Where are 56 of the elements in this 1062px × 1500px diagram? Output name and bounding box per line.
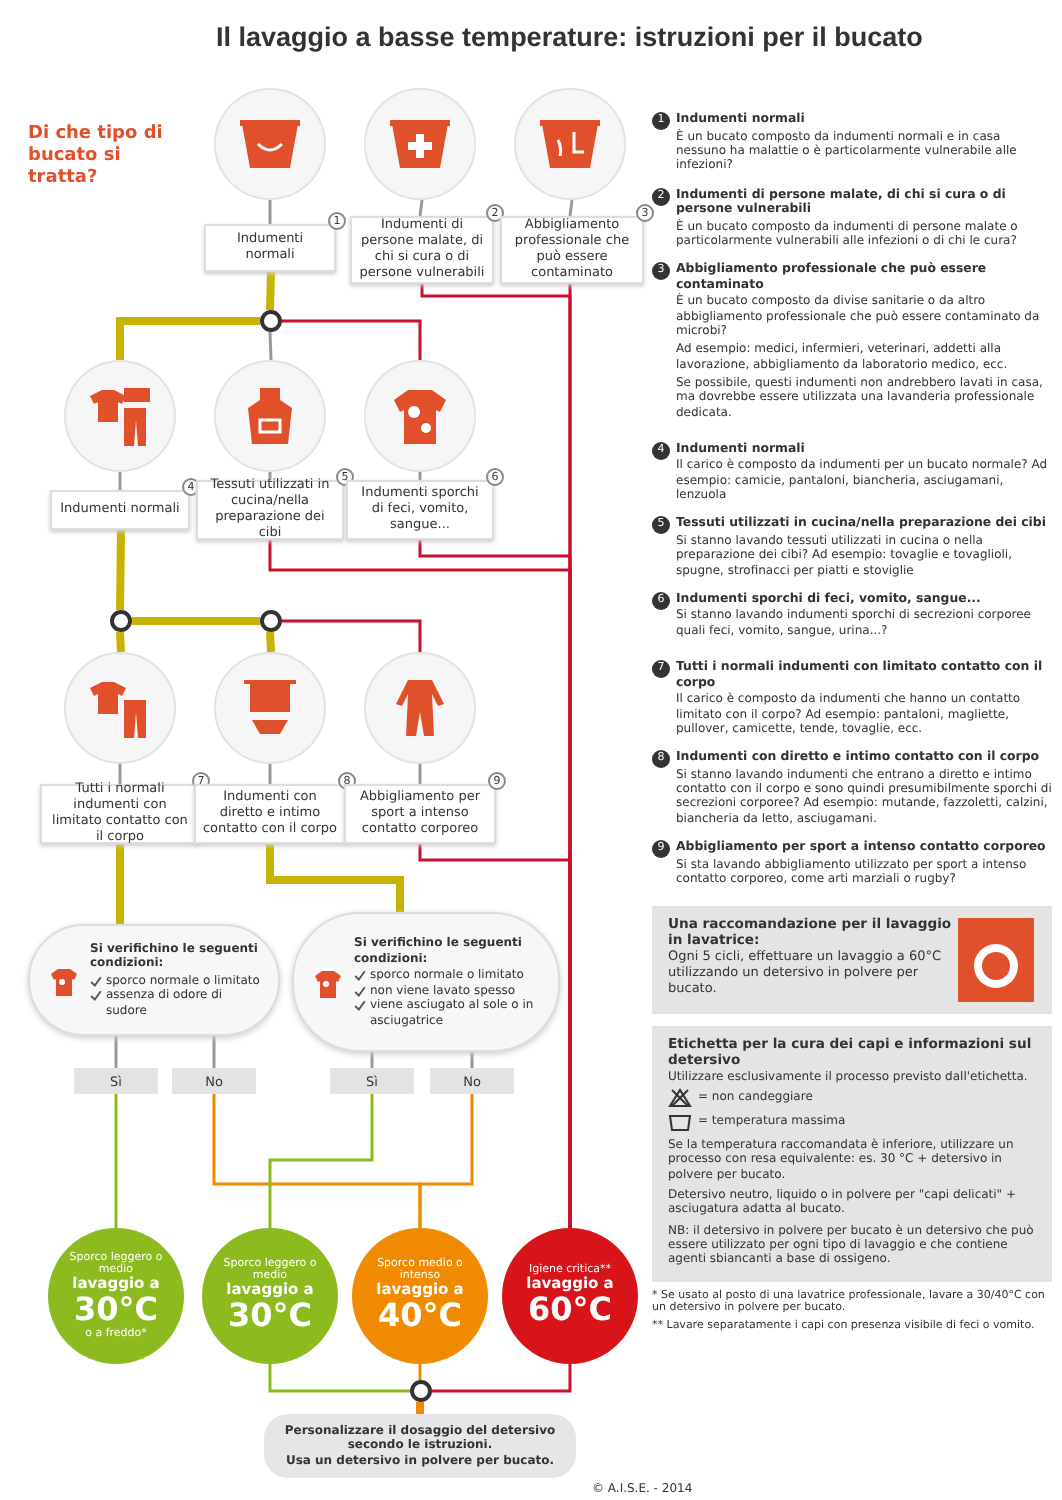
note-box bbox=[264, 1414, 576, 1478]
junction-circle bbox=[260, 310, 282, 332]
connector-line bbox=[116, 317, 260, 360]
answer-box bbox=[330, 1068, 414, 1094]
connector-line bbox=[212, 1036, 216, 1068]
connector-line bbox=[266, 844, 404, 912]
connector-line bbox=[418, 844, 572, 1228]
junction-circle bbox=[410, 1380, 432, 1402]
condition-panel bbox=[28, 924, 280, 1036]
connector-line bbox=[470, 1052, 474, 1068]
question-heading: Di che tipo di bucato si tratta? bbox=[28, 124, 165, 189]
connector-line bbox=[116, 631, 125, 653]
process-box bbox=[196, 480, 344, 540]
temperature-value: 40°C bbox=[377, 1298, 462, 1334]
connector-line bbox=[268, 1364, 410, 1393]
junction-circle bbox=[260, 610, 282, 632]
process-box bbox=[204, 224, 336, 272]
connector-line bbox=[432, 1364, 572, 1393]
process-box bbox=[346, 480, 494, 540]
process-box bbox=[344, 784, 496, 844]
condition-panel bbox=[292, 912, 560, 1052]
connector-line bbox=[268, 331, 273, 361]
connector-line bbox=[418, 199, 424, 217]
connector-line bbox=[266, 271, 275, 311]
connector-line bbox=[416, 1402, 424, 1414]
connector-line bbox=[418, 1094, 474, 1228]
connector-line bbox=[268, 472, 272, 480]
connector-line bbox=[268, 1094, 374, 1228]
connector-line bbox=[114, 1036, 118, 1068]
connector-line bbox=[418, 1364, 422, 1380]
connector-line bbox=[118, 764, 122, 784]
temperature-value: 60°C bbox=[527, 1292, 612, 1328]
connector-line bbox=[118, 472, 122, 490]
temperature-value: 30°C bbox=[73, 1292, 158, 1328]
connector-line bbox=[268, 200, 272, 224]
answer-box bbox=[430, 1068, 514, 1094]
connector-line bbox=[116, 529, 125, 611]
connector-line bbox=[132, 617, 260, 625]
process-box bbox=[50, 490, 190, 530]
connector-line bbox=[266, 631, 275, 653]
connector-line bbox=[114, 1094, 118, 1228]
connector-line bbox=[116, 844, 124, 924]
connector-line bbox=[418, 472, 422, 480]
temperature-value: 30°C bbox=[227, 1298, 312, 1334]
junction-circle bbox=[110, 610, 132, 632]
connector-line bbox=[370, 1052, 374, 1068]
answer-box bbox=[172, 1068, 256, 1094]
title: Il lavaggio a basse temperature: istruzioni per il bucato bbox=[216, 22, 925, 52]
connector-line bbox=[282, 319, 422, 360]
process-box bbox=[500, 216, 644, 284]
connector-line bbox=[282, 619, 422, 652]
connector-line bbox=[568, 199, 574, 217]
connector-line bbox=[418, 764, 422, 784]
connector-line bbox=[268, 764, 272, 784]
process-box bbox=[40, 784, 200, 844]
answer-box bbox=[74, 1068, 158, 1094]
